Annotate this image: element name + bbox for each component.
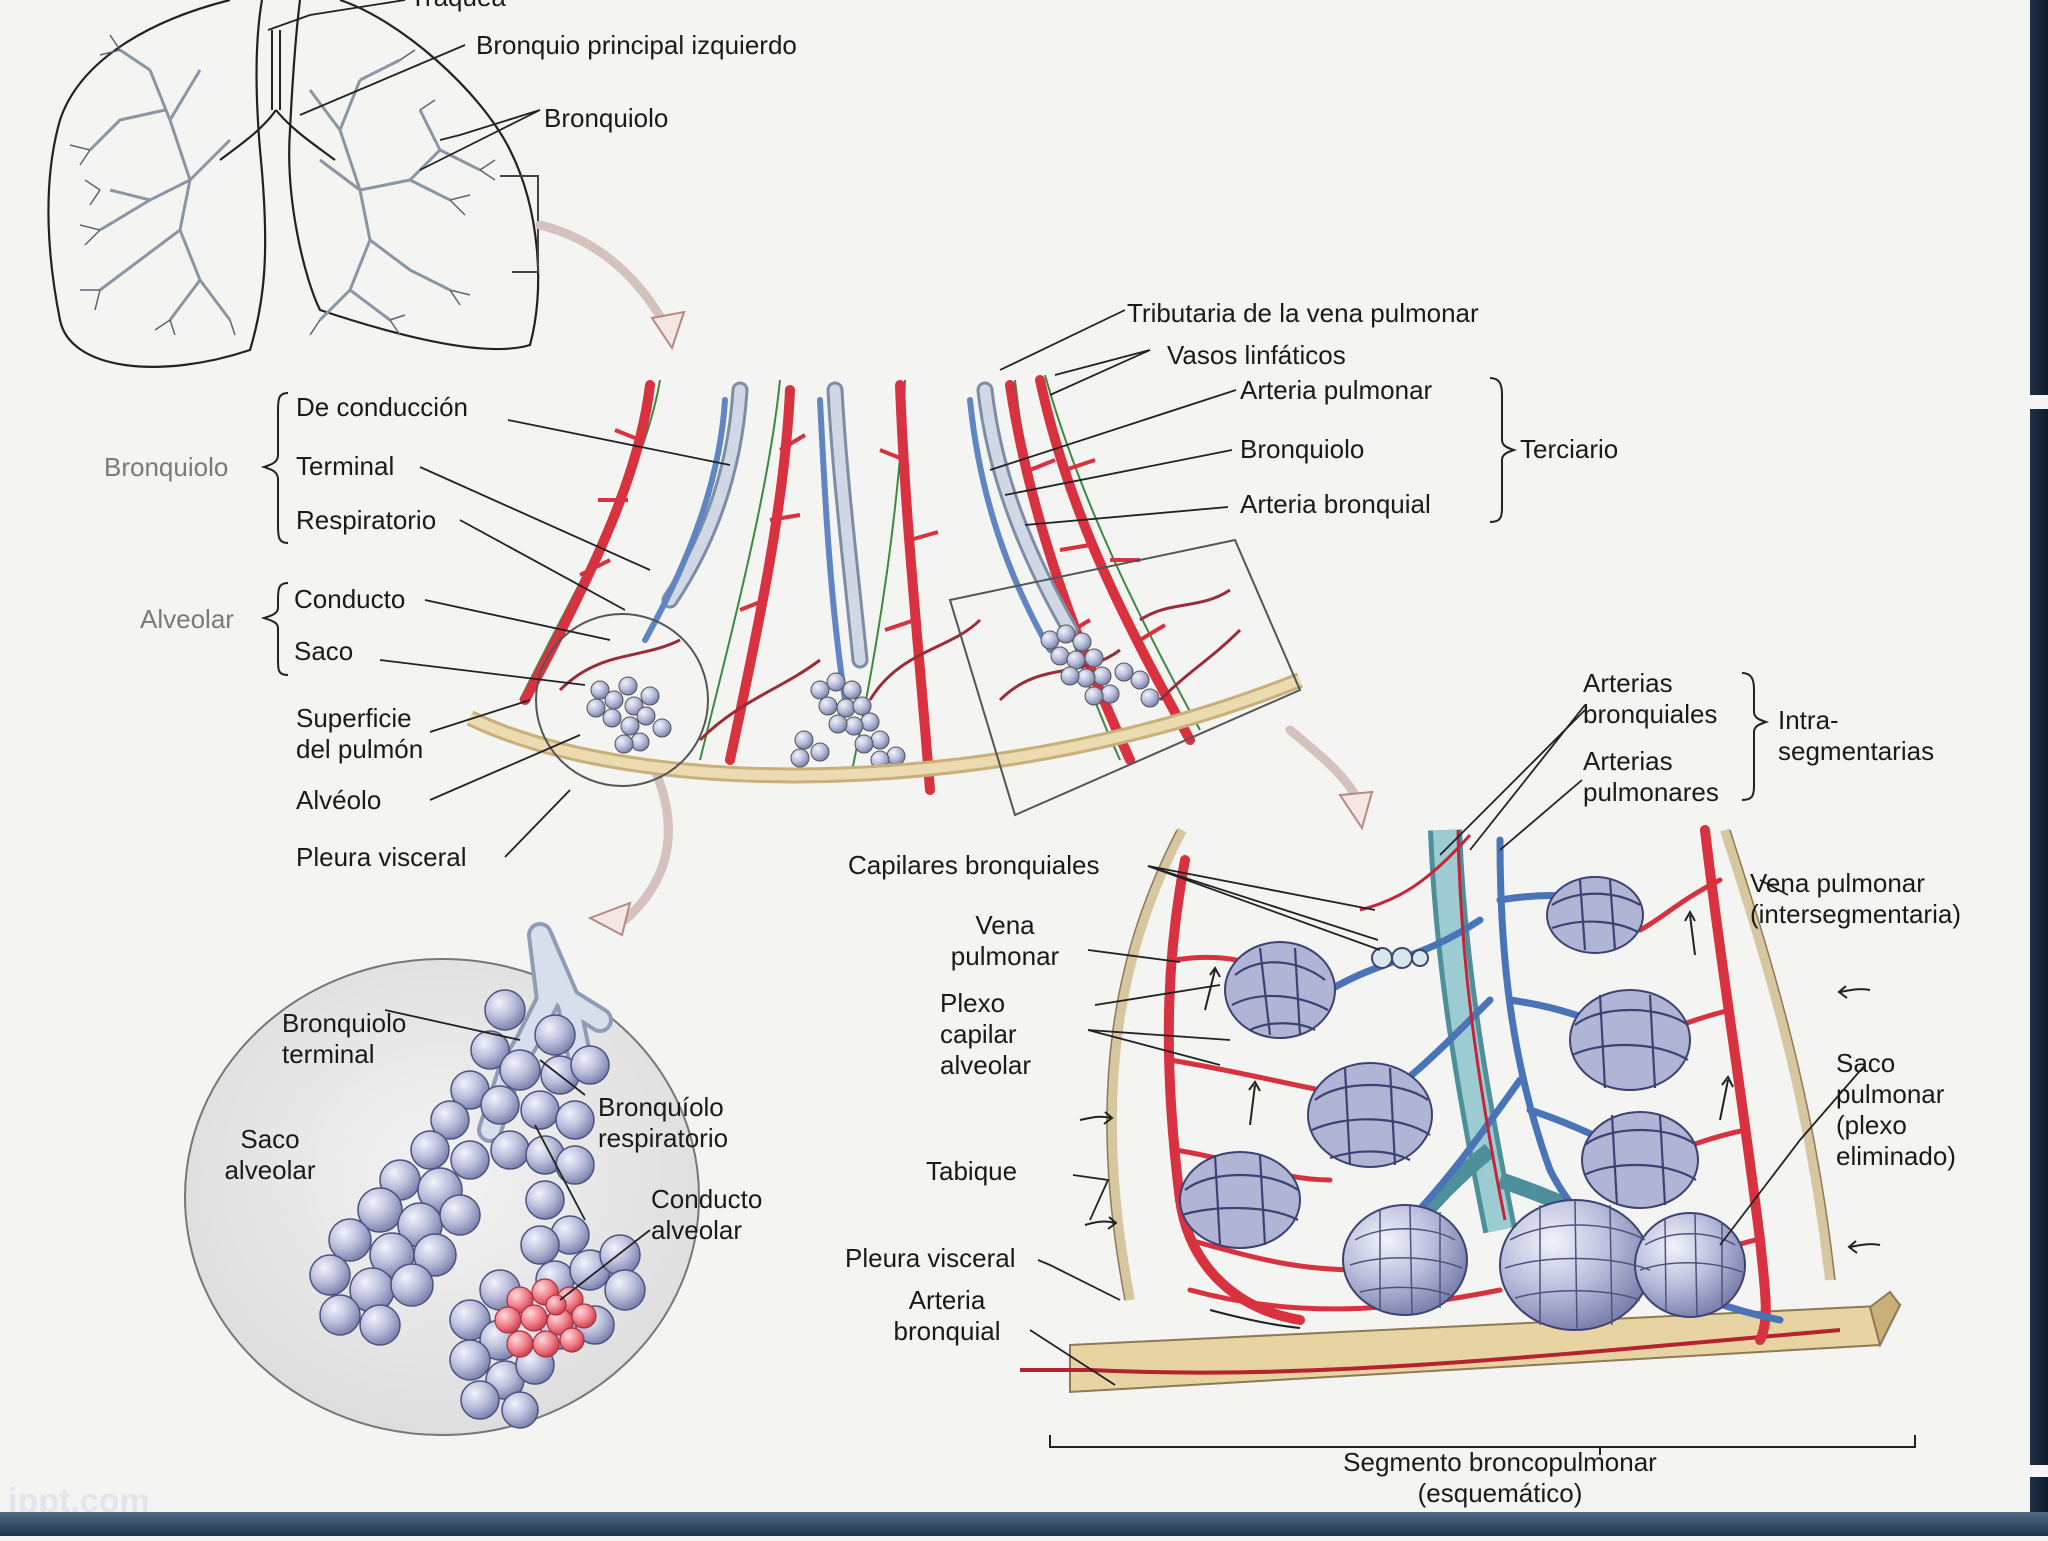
label-bronquiolo-terciario: Bronquiolo <box>1240 434 1365 464</box>
label-de-conduccion: De conducción <box>296 392 468 422</box>
label-terciario: Terciario <box>1520 434 1619 464</box>
pulmonary-sacs-plexus-removed <box>1342 1199 1746 1331</box>
label-pleura-visceral-top: Pleura visceral <box>296 842 467 872</box>
fan-surface-capillaries <box>558 588 1242 742</box>
fan-arteries <box>520 375 1195 795</box>
label-respiratorio: Respiratorio <box>296 505 437 535</box>
lung-bronchial-tree <box>88 48 481 322</box>
label-conducto: Conducto <box>294 584 406 614</box>
fan-bronchioles <box>661 381 1079 669</box>
label-category-bronquiolo: Bronquiolo <box>104 452 229 482</box>
label-vena-pulmonar-intersegmentaria-1: Vena pulmonar <box>1750 868 1925 898</box>
label-intra: Intra- <box>1778 705 1839 735</box>
label-saco: Saco <box>294 636 354 666</box>
label-bronquiolo-terminal-2: terminal <box>282 1039 375 1069</box>
alveolar-balls <box>309 989 646 1429</box>
label-bronquio-principal-izquierdo: Bronquio principal izquierdo <box>476 30 797 60</box>
label-segmentarias: segmentarias <box>1778 736 1935 766</box>
label-vena-pulmonar-2: pulmonar <box>950 941 1060 971</box>
label-esquematico: (esquemático) <box>1417 1478 1583 1508</box>
label-segmento-broncopulmonar: Segmento broncopulmonar <box>1343 1447 1657 1477</box>
segment-pulmonary-veins <box>1163 825 1771 1345</box>
lungs-overview <box>47 0 540 368</box>
flow-direction-arrows <box>1079 909 1881 1329</box>
label-conducto-alveolar-1: Conducto <box>651 1184 763 1214</box>
label-category-alveolar: Alveolar <box>140 604 234 634</box>
fan-bronchioles-light <box>664 384 1076 666</box>
label-del-pulmon: del pulmón <box>296 734 424 764</box>
label-arterias-pulmonares-2: pulmonares <box>1583 777 1719 807</box>
bronchial-capillary-cuts <box>1371 947 1429 969</box>
flow-arrows <box>535 220 1363 925</box>
label-vasos-linfaticos: Vasos linfáticos <box>1167 340 1346 370</box>
label-conducto-alveolar-2: alveolar <box>651 1215 743 1245</box>
label-bronquiolo-lung: Bronquiolo <box>544 103 669 133</box>
label-arterias-pulmonares-1: Arterias <box>1583 746 1673 776</box>
label-plexo: Plexo <box>940 988 1006 1018</box>
slide-frame-right <box>2030 0 2048 1512</box>
lung-fine-branches <box>69 34 496 336</box>
segment-zoom-box <box>948 538 1302 817</box>
label-capilar: capilar <box>940 1019 1017 1049</box>
label-bronquiolo-respiratorio-1: Bronquíolo <box>598 1092 724 1122</box>
label-terminal: Terminal <box>296 451 395 481</box>
label-superficie: Superficie <box>296 703 412 733</box>
label-alveolo: Alvéolo <box>296 785 382 815</box>
alveolar-duct-red-cluster <box>494 1278 597 1358</box>
label-arteria-bronquial-terciario: Arteria bronquial <box>1240 489 1431 519</box>
label-saco-pulmonar-2: pulmonar <box>1836 1079 1945 1109</box>
label-arteria-pulmonar: Arteria pulmonar <box>1240 375 1433 405</box>
label-pleura-visceral-segment: Pleura visceral <box>845 1243 1016 1273</box>
label-saco-pulmonar-4: eliminado) <box>1836 1141 1956 1171</box>
label-vena-pulmonar-intersegmentaria-2: (intersegmentaria) <box>1750 899 1961 929</box>
label-saco-pulmonar-3: (plexo <box>1836 1110 1907 1140</box>
fan-alveolar-clusters <box>586 624 1160 770</box>
fan-veins <box>642 397 1053 703</box>
slide-frame-bottom <box>0 1512 2048 1536</box>
fan-artery-branches <box>579 428 1167 642</box>
label-saco-pulmonar-1: Saco <box>1836 1048 1896 1078</box>
label-traquea: Tráquea <box>410 0 506 13</box>
flow-arrowheads <box>587 310 1374 937</box>
leader-lines <box>267 0 1866 1386</box>
alveolar-zoom-circle <box>535 613 709 787</box>
label-bronquiolo-terminal-1: Bronquiolo <box>282 1008 407 1038</box>
capillary-plexus-sacs <box>1179 876 1699 1249</box>
label-capilares-bronquiales: Capilares bronquiales <box>848 850 1100 880</box>
label-saco-alveolar-1: Saco <box>240 1124 300 1154</box>
label-brackets <box>260 377 1916 1455</box>
label-vena-pulmonar-1: Vena <box>975 910 1035 940</box>
label-arterias-bronquiales-1: Arterias <box>1583 668 1673 698</box>
slide-frame-gap <box>2030 395 2048 409</box>
label-tributaria-vena-pulmonar: Tributaria de la vena pulmonar <box>1127 298 1479 328</box>
label-saco-alveolar-2: alveolar <box>224 1155 316 1185</box>
segment-base-pleura <box>1069 1290 1902 1394</box>
segment-bronchial-artery <box>1020 1328 1841 1375</box>
segment-bronchial-arteries <box>1359 829 1507 1221</box>
label-arteria-bronquial-segment-2: bronquial <box>893 1316 1001 1346</box>
label-alveolar-plexo: alveolar <box>940 1050 1032 1080</box>
slide-frame-gap-bottom <box>2030 1465 2048 1477</box>
label-tabique: Tabique <box>926 1156 1018 1186</box>
label-arterias-bronquiales-2: bronquiales <box>1583 699 1718 729</box>
lung-detail-bracket <box>500 175 539 273</box>
label-bronquiolo-respiratorio-2: respiratorio <box>598 1123 729 1153</box>
label-arteria-bronquial-segment-1: Arteria <box>908 1285 986 1315</box>
